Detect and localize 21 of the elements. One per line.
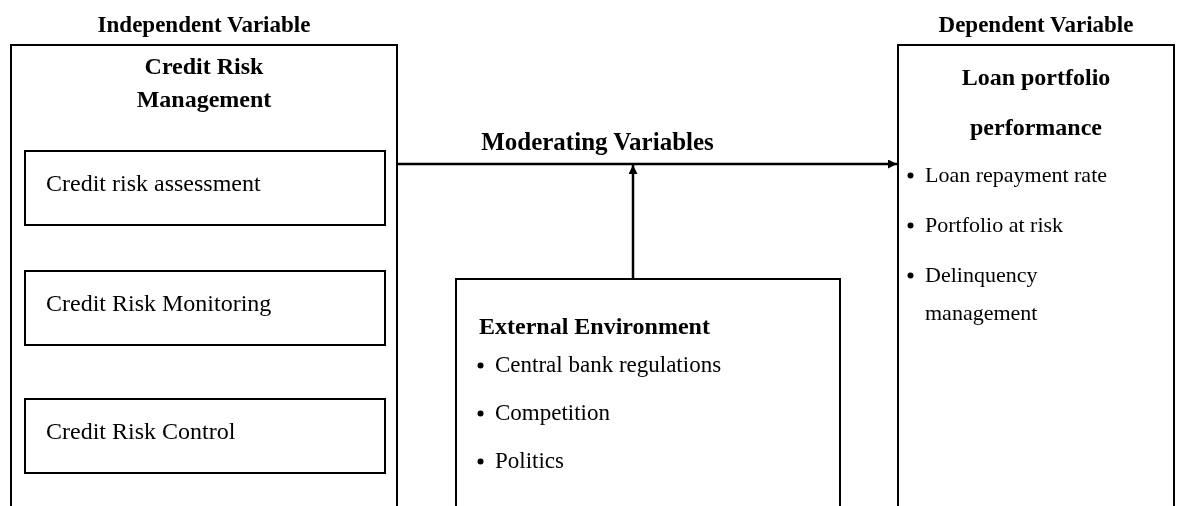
box-label: Credit Risk Monitoring — [45, 289, 273, 318]
box-title: Loan portfolio performance — [960, 63, 1112, 142]
edge-label: Moderating Variables — [481, 128, 714, 156]
bullet-item: Delinquency management — [925, 262, 1038, 325]
box-label: Credit Risk Control — [45, 417, 237, 446]
bullet-item: Competition — [495, 400, 610, 425]
variable-heading: Independent Variable — [96, 11, 312, 39]
bullet-item: Politics — [495, 448, 564, 473]
bullet-item: Loan repayment rate — [925, 162, 1107, 187]
variable-box — [24, 398, 386, 474]
bullet-item: Portfolio at risk — [925, 212, 1064, 237]
box-title: External Environment — [478, 312, 711, 341]
box-title: Credit Risk Management — [135, 52, 273, 114]
variable-box — [24, 270, 386, 346]
box-label: Credit risk assessment — [45, 169, 262, 198]
arrow — [628, 165, 638, 278]
variable-box — [24, 150, 386, 226]
variable-heading: Dependent Variable — [937, 11, 1135, 39]
variable-box — [455, 278, 841, 506]
bullet-item: Central bank regulations — [495, 352, 722, 377]
arrow — [398, 159, 897, 169]
